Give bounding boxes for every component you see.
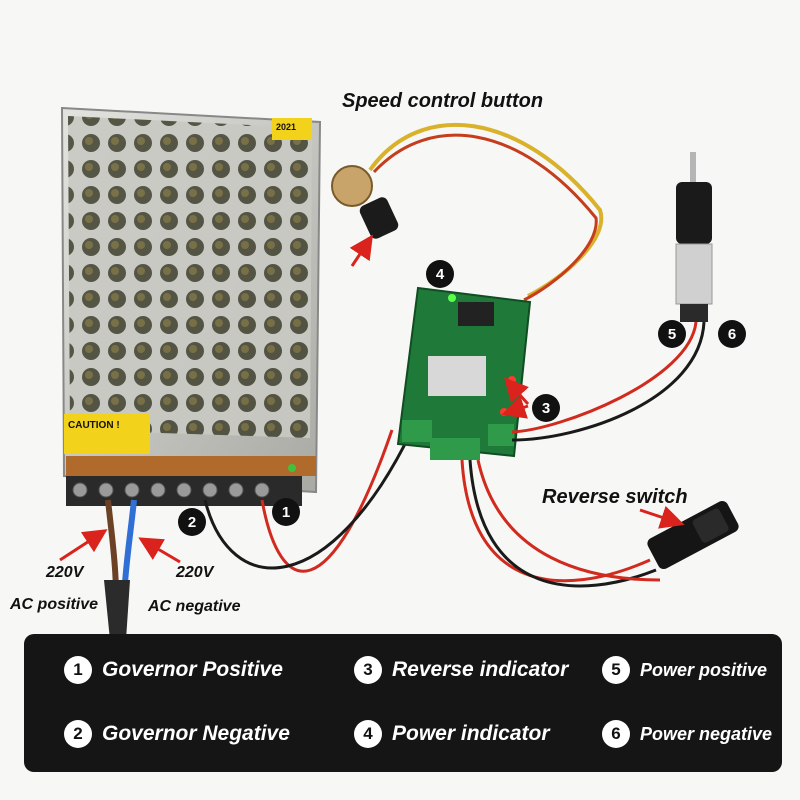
- wire-governor-negative: [203, 429, 414, 570]
- legend-text: Governor Negative: [102, 722, 290, 745]
- legend-panel: 1 Governor Positive 2 Governor Negative …: [24, 634, 782, 772]
- legend-num: 5: [602, 656, 630, 684]
- label-ac-negative: AC negative: [148, 598, 241, 615]
- legend-item-governor-negative: 2 Governor Negative: [64, 720, 290, 748]
- caution-sticker: [64, 414, 150, 454]
- legend-num: 1: [64, 656, 92, 684]
- legend-text: Power negative: [640, 723, 773, 744]
- legend-item-power-negative: 6 Power negative: [602, 720, 772, 748]
- label-speed-control: Speed control button: [342, 90, 544, 112]
- arrow-reverse-indicator-2: [501, 395, 529, 419]
- label-ac-negative-voltage: 220V: [176, 564, 214, 581]
- label-reverse-switch: Reverse switch: [542, 486, 688, 508]
- reverse-switch: [647, 500, 739, 570]
- legend-num: 4: [354, 720, 382, 748]
- legend-num: 6: [602, 720, 630, 748]
- marker-5: 5: [658, 320, 686, 348]
- wire-governor-positive: [260, 429, 394, 573]
- label-ac-positive-voltage: 220V: [46, 564, 84, 581]
- arrow-ac-negative: [138, 537, 181, 564]
- arrow-reverse-switch: [639, 505, 685, 529]
- wiring-photo: [59, 106, 739, 640]
- psu-sticker: [272, 118, 312, 140]
- marker-6: 6: [718, 320, 746, 348]
- legend-item-reverse-indicator: 3 Reverse indicator: [354, 656, 568, 684]
- legend-text: Governor Positive: [102, 658, 283, 681]
- marker-2: 2: [178, 508, 206, 536]
- arrow-speed-control: [349, 234, 373, 267]
- label-ac-positive: AC positive: [10, 596, 99, 613]
- ac-input-cable: [104, 499, 137, 640]
- psu-sticker-text: 2021: [276, 122, 297, 132]
- speed-potentiometer: [331, 122, 604, 302]
- marker-3: 3: [532, 394, 560, 422]
- marker-4: 4: [426, 260, 454, 288]
- legend-item-governor-positive: 1 Governor Positive: [64, 656, 283, 684]
- legend-text: Power indicator: [392, 722, 550, 745]
- controller-board: [396, 286, 532, 460]
- legend-item-power-indicator: 4 Power indicator: [354, 720, 550, 748]
- legend-item-power-positive: 5 Power positive: [602, 656, 767, 684]
- legend-num: 2: [64, 720, 92, 748]
- dc-motor: [675, 152, 713, 322]
- power-supply-unit: [60, 106, 322, 506]
- legend-num: 3: [354, 656, 382, 684]
- legend-text: Power positive: [640, 659, 768, 680]
- caution-sticker-text: CAUTION !: [68, 420, 120, 431]
- legend-text: Reverse indicator: [392, 658, 569, 681]
- marker-1: 1: [272, 498, 300, 526]
- arrow-ac-positive: [59, 529, 108, 562]
